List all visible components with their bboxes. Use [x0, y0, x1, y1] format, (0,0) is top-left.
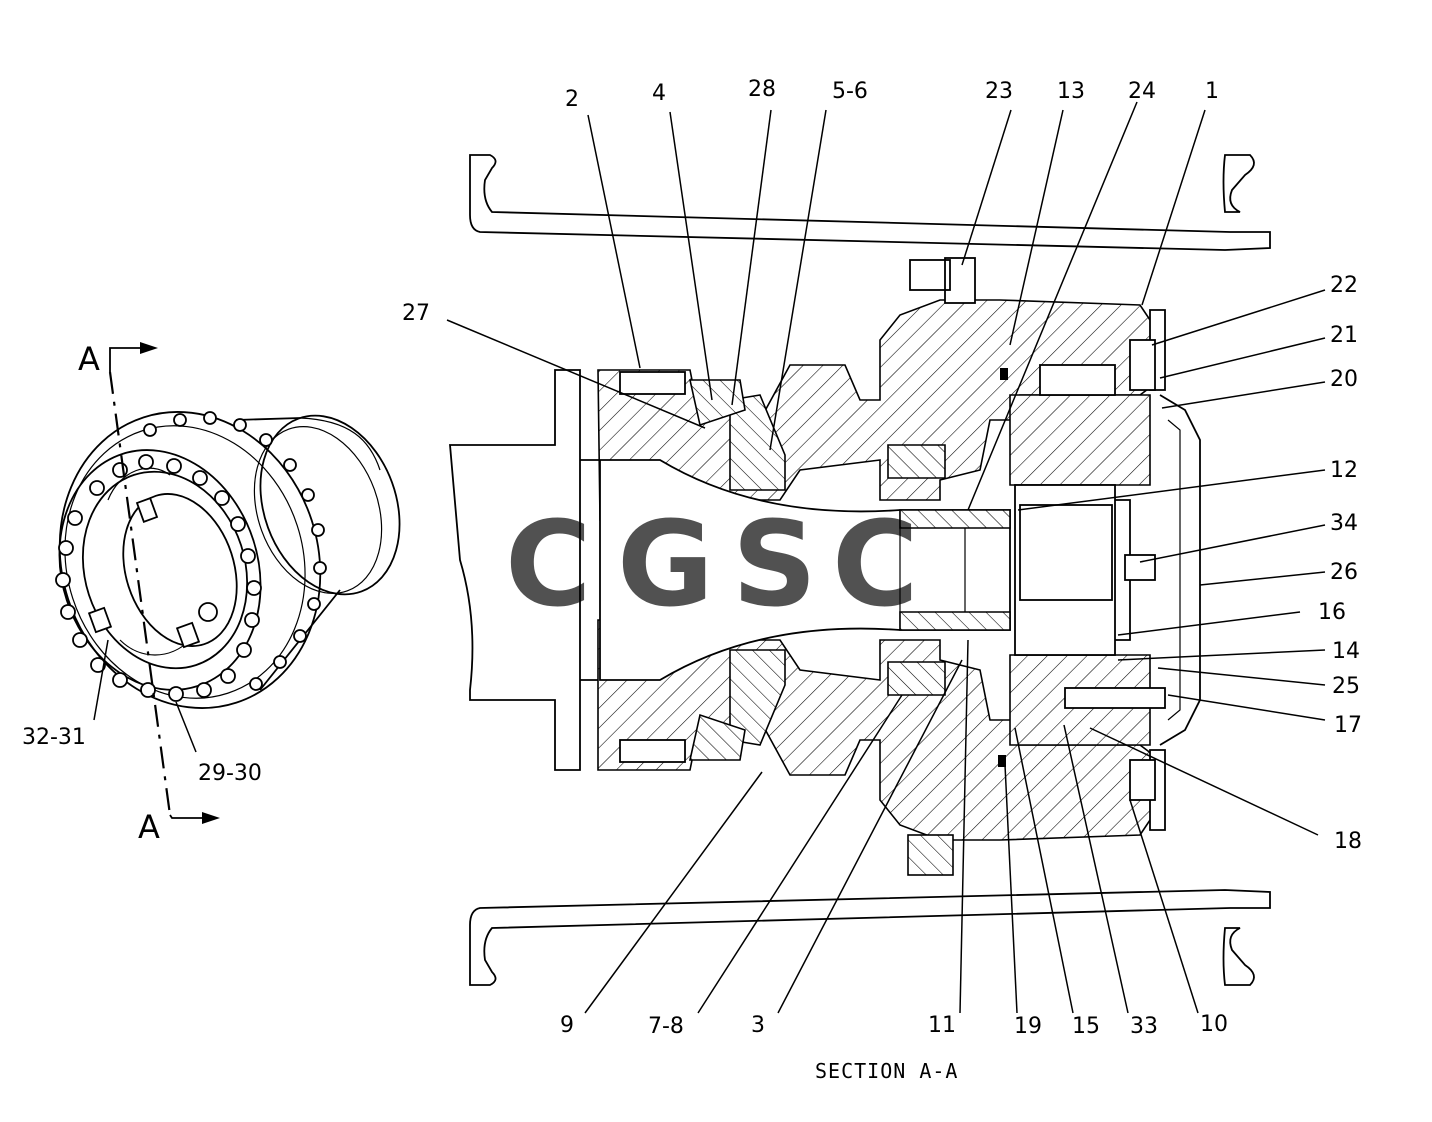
- callout-2: 2: [565, 87, 579, 112]
- watermark-letter-g: G: [617, 495, 714, 633]
- section-mark-bottom: A: [138, 808, 160, 846]
- callout-23: 23: [985, 79, 1013, 104]
- callout-18: 18: [1334, 829, 1362, 854]
- callout-10: 10: [1200, 1012, 1228, 1037]
- callout-13: 13: [1057, 79, 1085, 104]
- callout-7-8: 7-8: [648, 1014, 684, 1039]
- section-mark-top: A: [78, 340, 100, 378]
- watermark-letter-c2: C: [832, 495, 919, 633]
- section-caption: SECTION A-A: [815, 1059, 958, 1083]
- flange-bolts: [55, 411, 327, 702]
- callout-1: 1: [1205, 79, 1219, 104]
- callout-32-31: 32-31: [22, 725, 86, 750]
- callout-29-30: 29-30: [198, 761, 262, 786]
- callout-12: 12: [1330, 458, 1358, 483]
- callout-labels: 2 4 28 5-6 23 13 24 1 27 22 21 20 12 34 …: [22, 77, 1362, 1039]
- callout-17: 17: [1334, 713, 1362, 738]
- callout-11: 11: [928, 1013, 956, 1038]
- callout-28: 28: [748, 77, 776, 102]
- callout-25: 25: [1332, 674, 1360, 699]
- callout-27: 27: [402, 301, 430, 326]
- watermark-letter-s: S: [732, 495, 817, 633]
- callout-3: 3: [751, 1013, 765, 1038]
- callout-5-6: 5-6: [832, 79, 868, 104]
- callout-26: 26: [1330, 560, 1358, 585]
- callout-33: 33: [1130, 1014, 1158, 1039]
- callout-16: 16: [1318, 600, 1346, 625]
- callout-34: 34: [1330, 511, 1358, 536]
- callout-19: 19: [1014, 1014, 1042, 1039]
- callout-15: 15: [1072, 1014, 1100, 1039]
- leader-lines: [446, 101, 1326, 1014]
- callout-24: 24: [1128, 79, 1156, 104]
- section-cut-line: [108, 371, 172, 816]
- callout-21: 21: [1330, 323, 1358, 348]
- callout-14: 14: [1332, 639, 1360, 664]
- watermark-logo: C G S C: [505, 495, 919, 633]
- callout-4: 4: [652, 81, 666, 106]
- callout-20: 20: [1330, 367, 1358, 392]
- callout-9: 9: [560, 1013, 574, 1038]
- watermark-letter-c1: C: [505, 495, 592, 633]
- callout-22: 22: [1330, 273, 1358, 298]
- isometric-drive-view: A A: [55, 340, 401, 846]
